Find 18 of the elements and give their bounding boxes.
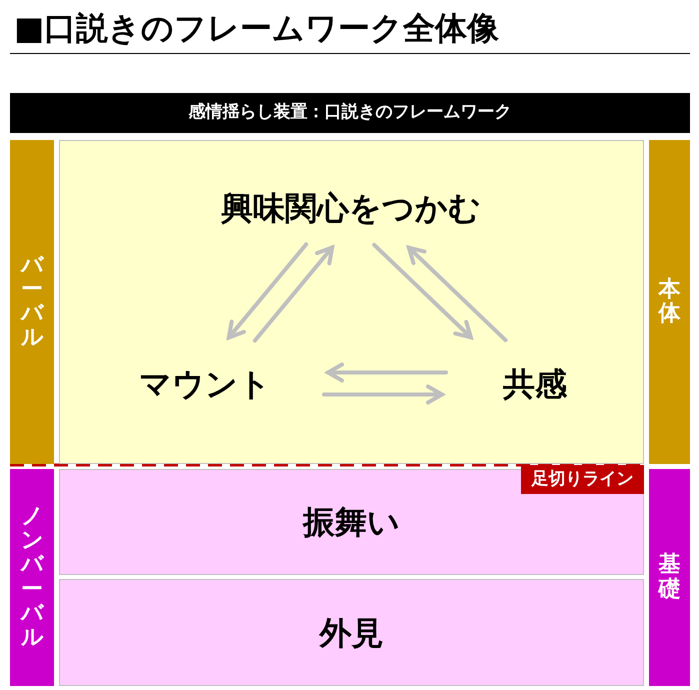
layer-box: 外見	[59, 579, 644, 686]
side-band: バーバル	[10, 140, 54, 464]
node-label: 共感	[440, 336, 630, 431]
arrow	[226, 242, 308, 340]
side-band: 本体	[649, 140, 690, 464]
title: ■口説きのフレームワーク全体像	[14, 8, 500, 49]
side-band: 基礎	[649, 469, 690, 686]
arrow	[372, 242, 473, 340]
header-bar: 感情揺らし装置：口説きのフレームワーク	[10, 93, 690, 133]
cutoff-tag: 足切りライン	[521, 465, 644, 494]
arrow	[406, 246, 508, 342]
side-band: ノンバーバル	[10, 469, 54, 686]
arrow	[322, 384, 444, 404]
arrow	[326, 362, 448, 382]
node-label: 興味関心をつかむ	[201, 166, 501, 249]
node-label: マウント	[80, 336, 330, 431]
panel-background	[59, 140, 644, 464]
arrow	[252, 245, 334, 343]
